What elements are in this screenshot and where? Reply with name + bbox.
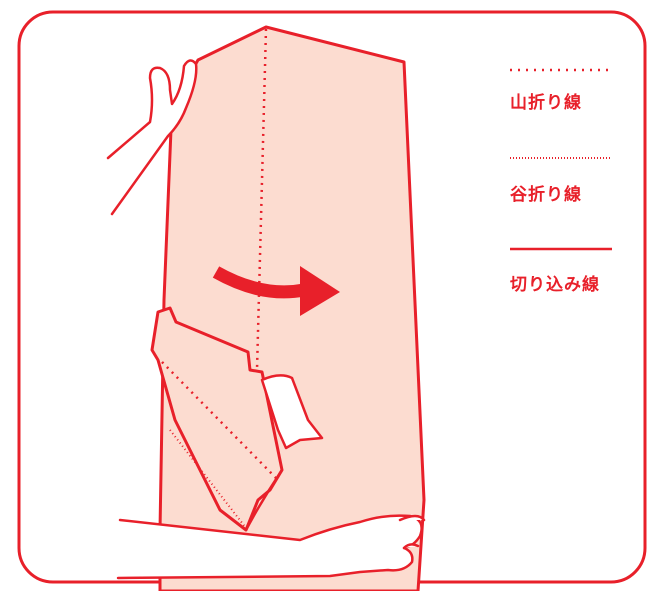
legend-mountain-fold-label: 山折り線 [510, 93, 582, 113]
hand-icon [106, 59, 198, 216]
paper-tab [260, 374, 324, 450]
arrow-right-icon [212, 266, 340, 316]
flap-valley-fold [169, 429, 247, 529]
mountain-fold-line [255, 28, 268, 371]
flap-curl [244, 469, 284, 531]
legend-cut-line-label: 切り込み線 [510, 275, 600, 295]
legend-valley-fold-label: 谷折り線 [510, 185, 582, 205]
box-panel [158, 25, 426, 591]
hand-icon [116, 514, 426, 580]
